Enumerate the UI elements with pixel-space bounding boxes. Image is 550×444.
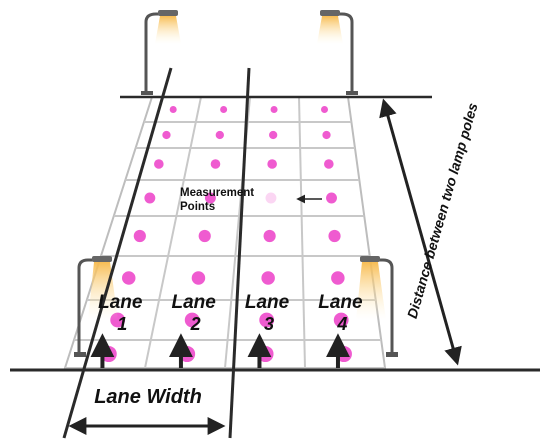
measurement-point (269, 130, 278, 140)
measurement-point (320, 106, 328, 113)
measurement-points-label-line2: Points (180, 201, 215, 213)
measurement-points (100, 106, 352, 363)
lamp-pole-far-right (317, 10, 358, 95)
distance-arrow (379, 98, 462, 366)
measurement-point (210, 159, 221, 169)
lane-number: 1 (117, 314, 127, 334)
lane-label: Lane (171, 292, 216, 313)
measurement-point (270, 106, 278, 113)
measurement-point (267, 159, 277, 169)
grid-column-line (298, 96, 306, 369)
measurement-point (154, 159, 164, 169)
grid-column-line (144, 96, 202, 369)
lane-label: Lane (245, 292, 290, 313)
lane-label: Lane (98, 292, 143, 313)
measurement-point (263, 229, 276, 243)
measurement-point (265, 192, 277, 204)
measurement-points-label-line1: Measurement (180, 187, 254, 199)
measurement-point (191, 271, 206, 285)
measurement-point (144, 192, 156, 204)
measurement-point (328, 229, 341, 243)
measurement-point (333, 312, 349, 328)
lane-width-label: Lane Width (94, 386, 202, 408)
measurement-point (162, 130, 171, 140)
measurement-point (215, 130, 224, 140)
lane-width-guide-left (62, 67, 173, 439)
measurement-point (220, 106, 228, 113)
measurement-point (261, 271, 275, 285)
lane-number: 4 (336, 314, 347, 334)
lane-number: 2 (190, 314, 201, 334)
measurement-point (204, 192, 216, 204)
measurement-point (133, 229, 146, 243)
measurement-point (259, 312, 275, 328)
measurement-point (184, 312, 200, 328)
measurement-point (322, 130, 331, 140)
measurement-point (169, 106, 177, 113)
lane-width-guide-right (228, 67, 251, 439)
measurement-point (324, 159, 334, 169)
measurement-point (198, 229, 211, 243)
measurement-point (331, 271, 345, 285)
measurement-point (326, 192, 337, 204)
measurement-point (121, 271, 136, 285)
lamp-pole-far-left (141, 10, 181, 95)
lane-number: 3 (264, 314, 274, 334)
lane-label: Lane (318, 292, 363, 313)
